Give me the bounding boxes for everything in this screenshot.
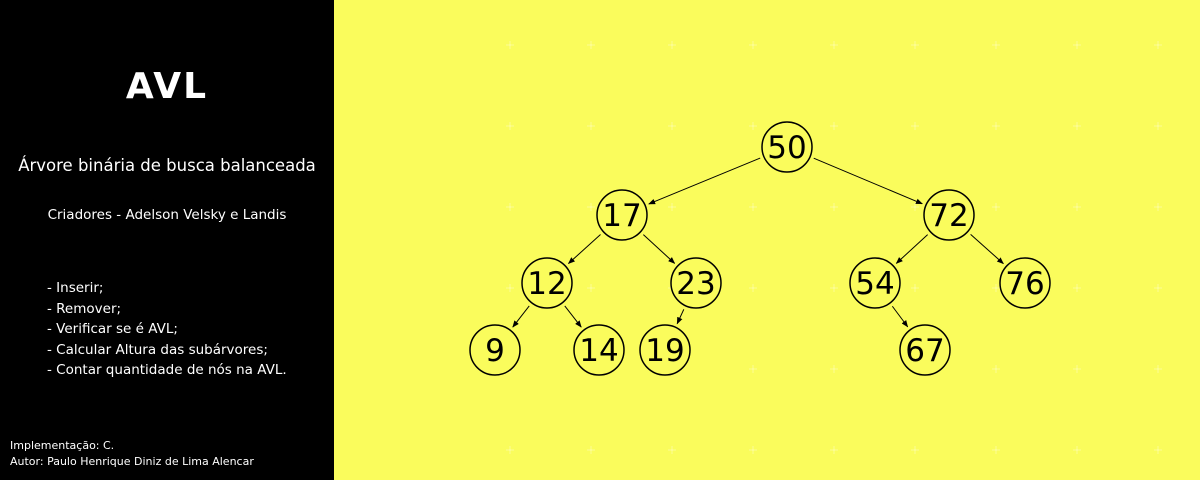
node-circle xyxy=(639,324,691,376)
edge-12-9 xyxy=(512,305,530,328)
node-label: 23 xyxy=(676,266,715,302)
node-label: 76 xyxy=(1005,266,1044,302)
node-circle xyxy=(573,324,625,376)
edge-50-72 xyxy=(813,157,923,205)
node-circle xyxy=(521,257,573,309)
feature-list: - Inserir; - Remover; - Verificar se é A… xyxy=(47,278,287,381)
feature-item-remove: - Remover; xyxy=(47,300,122,317)
node-label: 50 xyxy=(767,130,806,166)
implementation-text: Implementação: C. xyxy=(10,439,115,452)
edge-72-76 xyxy=(970,233,1004,265)
feature-item-height: - Calcular Altura das subárvores; xyxy=(47,341,268,358)
node-label: 14 xyxy=(579,333,618,369)
tree-node-9: 9 xyxy=(469,324,521,376)
logo-title: AVL xyxy=(125,66,209,107)
node-circle xyxy=(596,189,648,241)
tree-node-12: 12 xyxy=(521,257,573,309)
tree-node-54: 54 xyxy=(849,257,901,309)
edge-17-12 xyxy=(567,234,601,264)
background-pattern xyxy=(506,41,1162,454)
creators-text: Criadores - Adelson Velsky e Landis xyxy=(47,207,287,223)
sidebar-panel: AVL Árvore binária de busca balanceada C… xyxy=(0,0,334,480)
node-label: 19 xyxy=(645,333,684,369)
node-label: 67 xyxy=(905,333,944,369)
tree-node-19: 19 xyxy=(639,324,691,376)
edge-12-14 xyxy=(564,305,582,328)
subtitle: Árvore binária de busca balanceada xyxy=(18,156,316,175)
tree-edges xyxy=(512,157,1004,328)
tree-node-50: 50 xyxy=(761,121,813,173)
node-circle xyxy=(761,121,813,173)
feature-item-insert: - Inserir; xyxy=(47,280,104,296)
feature-item-count: - Contar quantidade de nós na AVL. xyxy=(47,362,287,378)
node-circle xyxy=(469,324,521,376)
tree-node-23: 23 xyxy=(670,257,722,309)
tree-node-72: 72 xyxy=(923,189,975,241)
node-label: 72 xyxy=(929,198,968,234)
edge-72-54 xyxy=(895,234,928,264)
tree-canvas: 50 17 72 12 23 54 76 9 14 19 67 xyxy=(334,0,1200,480)
node-circle xyxy=(670,257,722,309)
footer: Implementação: C. Autor: Paulo Henrique … xyxy=(10,438,254,470)
tree-nodes: 50 17 72 12 23 54 76 9 14 19 67 xyxy=(469,121,1051,376)
node-label: 12 xyxy=(527,266,566,302)
tree-node-17: 17 xyxy=(596,189,648,241)
node-circle xyxy=(923,189,975,241)
node-circle xyxy=(849,257,901,309)
edge-17-23 xyxy=(643,234,676,264)
tree-node-14: 14 xyxy=(573,324,625,376)
author-text: Autor: Paulo Henrique Diniz de Lima Alen… xyxy=(10,455,254,468)
node-label: 17 xyxy=(602,198,641,234)
tree-node-67: 67 xyxy=(899,324,951,376)
node-circle xyxy=(999,257,1051,309)
node-label: 54 xyxy=(855,266,894,302)
edge-50-17 xyxy=(648,157,761,205)
avl-tree-diagram: 50 17 72 12 23 54 76 9 14 19 67 xyxy=(334,0,1200,480)
node-circle xyxy=(899,324,951,376)
edge-54-67 xyxy=(891,305,909,328)
feature-item-verify: - Verificar se é AVL; xyxy=(47,321,178,337)
tree-node-76: 76 xyxy=(999,257,1051,309)
edge-23-19 xyxy=(676,309,685,325)
canvas-background xyxy=(334,0,1200,480)
node-label: 9 xyxy=(485,333,505,369)
